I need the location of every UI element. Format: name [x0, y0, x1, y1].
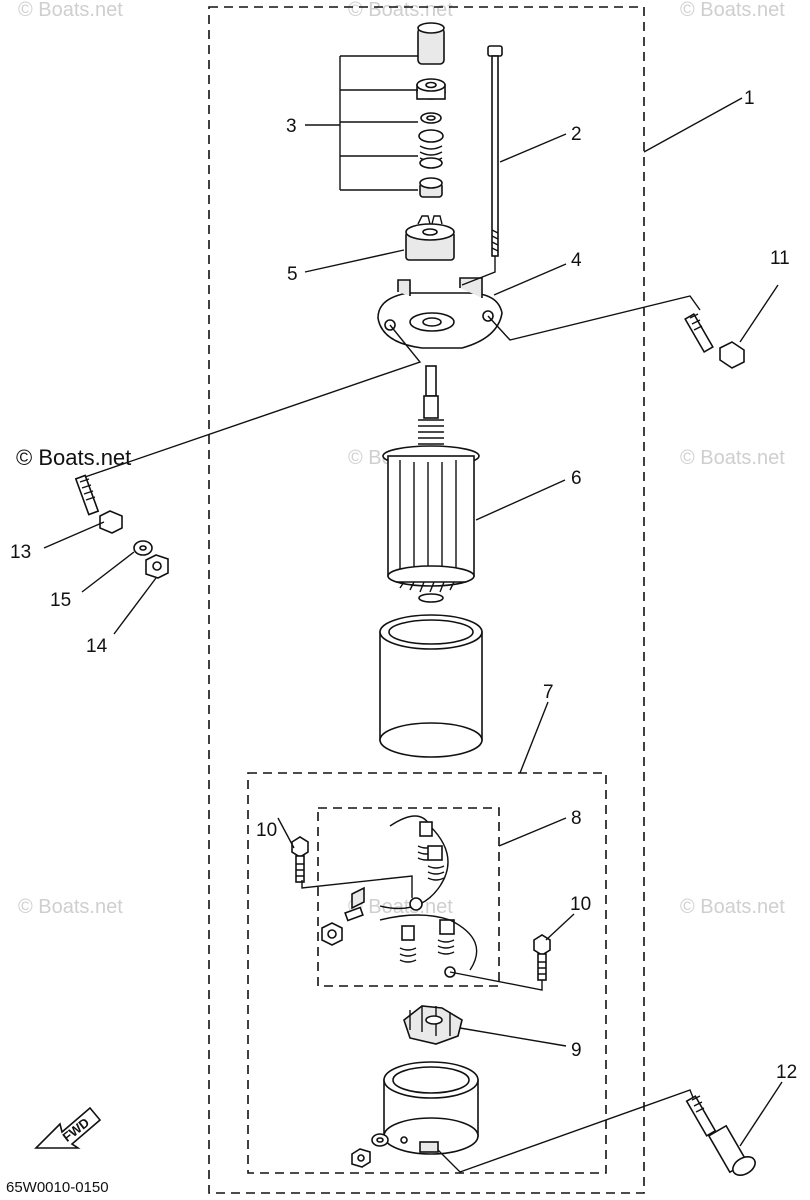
- callout-11: 11: [770, 248, 790, 269]
- diagram-code: 65W0010-0150: [6, 1179, 109, 1196]
- callout-10-right: 10: [570, 894, 591, 915]
- part-13-bolt: [74, 474, 123, 534]
- callout-5: 5: [287, 264, 298, 285]
- leader-14: [113, 577, 157, 635]
- callout-6: 6: [571, 468, 582, 489]
- part-rear-end-cover: [383, 1061, 479, 1155]
- callout-4: 4: [571, 250, 582, 271]
- part-10-bolt-left: [291, 836, 309, 883]
- leader-3: [305, 55, 418, 191]
- callout-1: 1: [744, 88, 755, 109]
- leader-9: [459, 1027, 567, 1047]
- callout-8: 8: [571, 808, 582, 829]
- part-3-drive-parts: [416, 22, 446, 198]
- leader-8: [498, 817, 567, 847]
- part-yoke-cylinder: [379, 614, 483, 758]
- leader-5: [304, 249, 405, 273]
- part-15-washer: [133, 540, 153, 556]
- part-11-bolt: [684, 312, 745, 369]
- callout-2: 2: [571, 124, 582, 145]
- watermark-left-dark: © Boats.net: [16, 445, 131, 470]
- callout-12: 12: [776, 1062, 797, 1083]
- leader-7: [519, 701, 549, 774]
- leader-4: [493, 263, 567, 296]
- part-12-bolt: [685, 1095, 756, 1176]
- callout-3: 3: [286, 116, 297, 137]
- leader-13: [43, 521, 105, 549]
- part-6-armature: [382, 365, 480, 603]
- leader-10-left: [277, 817, 295, 849]
- callout-15: 15: [50, 590, 71, 611]
- part-10-bolt-right: [533, 934, 551, 981]
- part-14-nut: [145, 554, 169, 579]
- watermark-mid-right: © Boats.net: [680, 447, 785, 469]
- leader-2-to-bracket: [461, 256, 496, 286]
- watermark-low-left: © Boats.net: [18, 896, 123, 918]
- assembly-boundary-8: [317, 807, 500, 987]
- part-cover-nut-washer: [351, 1133, 389, 1168]
- watermark-low-center: © Boats.net: [348, 896, 453, 918]
- watermark-top-center: © Boats.net: [348, 0, 453, 21]
- callout-9: 9: [571, 1040, 582, 1061]
- part-2-through-bolt: [487, 45, 503, 257]
- leader-10-left-to-hole: [301, 875, 413, 898]
- leader-15: [81, 551, 135, 593]
- part-4-end-bracket: [377, 277, 503, 349]
- callout-10-left: 10: [256, 820, 277, 841]
- callout-7: 7: [543, 682, 554, 703]
- callout-13: 13: [10, 542, 31, 563]
- part-8-brush-holder: [321, 815, 478, 978]
- leader-cover-to-12: [437, 1089, 695, 1173]
- leader-11: [739, 284, 779, 343]
- leader-11-to-bracket: [487, 295, 701, 341]
- watermark-low-right: © Boats.net: [680, 896, 785, 918]
- assembly-boundary-7: [247, 772, 607, 1174]
- callout-14: 14: [86, 636, 108, 657]
- leader-1: [643, 97, 743, 153]
- leader-12: [739, 1081, 783, 1147]
- watermark-top-left: © Boats.net: [18, 0, 123, 21]
- leader-10-right: [545, 913, 575, 941]
- leader-13-to-bracket: [81, 324, 422, 479]
- part-9-brush-plate: [403, 1005, 463, 1045]
- fwd-direction-arrow: FWD: [34, 1106, 102, 1149]
- leader-10-right-to-hole: [449, 971, 543, 991]
- watermark-top-right: © Boats.net: [680, 0, 785, 21]
- part-5-pinion-gear: [405, 215, 455, 261]
- leader-6: [475, 479, 566, 521]
- assembly-boundary-main: [208, 6, 645, 1194]
- leader-2: [499, 133, 567, 163]
